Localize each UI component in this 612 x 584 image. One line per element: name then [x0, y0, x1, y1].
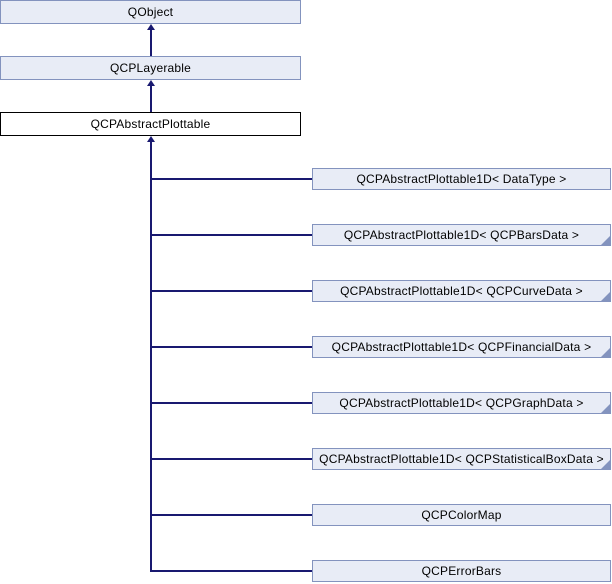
class-node-qobject[interactable]: QObject	[0, 0, 301, 24]
branch-line	[150, 402, 312, 404]
inheritance-arrow-line-qcplayerable	[150, 85, 152, 112]
class-node-qcpcolormap[interactable]: QCPColorMap	[312, 504, 611, 526]
more-subclasses-fold-icon	[601, 404, 610, 413]
class-node-label: QCPAbstractPlottable	[90, 117, 211, 131]
inheritance-arrowhead-qobject	[147, 24, 155, 30]
inheritance-arrow-line-qobject	[150, 29, 152, 56]
class-node-qcpabstractplottable1d-datatype[interactable]: QCPAbstractPlottable1D< DataType >	[312, 168, 611, 190]
class-node-label: QCPColorMap	[421, 508, 502, 522]
class-node-qcpabstractplottable1d-qcpgraphdata[interactable]: QCPAbstractPlottable1D< QCPGraphData >	[312, 392, 611, 414]
more-subclasses-fold-icon	[601, 348, 610, 357]
class-node-label: QCPAbstractPlottable1D< QCPBarsData >	[343, 228, 580, 242]
class-node-label: QCPAbstractPlottable1D< QCPGraphData >	[339, 396, 584, 410]
class-node-qcperrorbars[interactable]: QCPErrorBars	[312, 560, 611, 582]
branch-line	[150, 346, 312, 348]
class-node-label: QCPAbstractPlottable1D< DataType >	[356, 172, 567, 186]
class-node-label: QObject	[127, 5, 174, 19]
branch-line	[150, 290, 312, 292]
branch-line	[150, 458, 312, 460]
class-node-qcpabstractplottable1d-qcpbarsdata[interactable]: QCPAbstractPlottable1D< QCPBarsData >	[312, 224, 611, 246]
more-subclasses-fold-icon	[601, 460, 610, 469]
branch-line	[150, 570, 312, 572]
more-subclasses-fold-icon	[601, 236, 610, 245]
branch-line	[150, 514, 312, 516]
branch-line	[150, 178, 312, 180]
class-node-label: QCPAbstractPlottable1D< QCPCurveData >	[340, 284, 583, 298]
class-node-label: QCPAbstractPlottable1D< QCPStatisticalBo…	[319, 452, 604, 466]
class-node-qcpabstractplottable1d-qcpstatisticalboxdata[interactable]: QCPAbstractPlottable1D< QCPStatisticalBo…	[312, 448, 611, 470]
class-node-qcplayerable[interactable]: QCPLayerable	[0, 56, 301, 80]
class-node-qcpabstractplottable1d-qcpcurvedata[interactable]: QCPAbstractPlottable1D< QCPCurveData >	[312, 280, 611, 302]
inheritance-arrowhead-qcpabstractplottable	[147, 136, 155, 142]
class-node-label: QCPErrorBars	[421, 564, 502, 578]
more-subclasses-fold-icon	[601, 292, 610, 301]
class-node-label: QCPAbstractPlottable1D< QCPFinancialData…	[331, 340, 592, 354]
inheritance-arrowhead-qcplayerable	[147, 80, 155, 86]
class-node-label: QCPLayerable	[109, 61, 192, 75]
class-node-qcpabstractplottable1d-qcpfinancialdata[interactable]: QCPAbstractPlottable1D< QCPFinancialData…	[312, 336, 611, 358]
inheritance-tree-trunk-line	[150, 141, 152, 572]
branch-line	[150, 234, 312, 236]
class-node-qcpabstractplottable-current: QCPAbstractPlottable	[0, 112, 301, 136]
